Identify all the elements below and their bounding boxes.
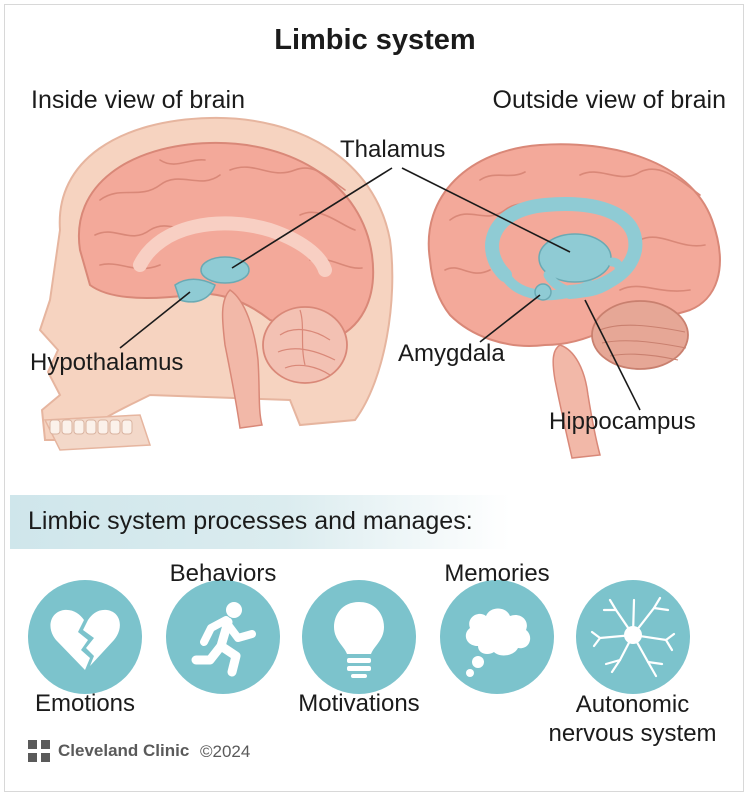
behaviors-label: Behaviors	[169, 560, 277, 587]
clinic-logo-icon	[28, 740, 50, 762]
inside-view-label: Inside view of brain	[31, 86, 246, 114]
page-title: Limbic system	[274, 24, 476, 56]
cleveland-clinic-logo: Cleveland Clinic	[28, 740, 189, 762]
running-person-icon	[166, 580, 280, 694]
broken-heart-icon	[28, 580, 142, 694]
brainstem	[221, 289, 263, 429]
brain-illustration	[38, 116, 721, 459]
hippocampus-label: Hippocampus	[549, 408, 696, 435]
outside-brainstem	[552, 344, 601, 459]
amygdala-label: Amygdala	[398, 340, 505, 367]
memories-label: Memories	[444, 560, 550, 587]
outside-cerebellum	[591, 300, 689, 370]
hippocampus-shape	[543, 257, 624, 298]
banner-text: Limbic system processes and manages:	[28, 507, 473, 535]
copyright-text: ©2024	[200, 742, 251, 761]
autonomic-nervous-system-label: Autonomic nervous system	[548, 691, 717, 747]
jaw	[43, 414, 152, 451]
brand-text: Cleveland Clinic	[58, 741, 190, 760]
neuron-icon	[576, 580, 690, 694]
thalamus-label: Thalamus	[340, 136, 446, 163]
cerebellum-inside	[262, 306, 348, 384]
emotions-label: Emotions	[34, 690, 136, 717]
hypothalamus-label: Hypothalamus	[30, 349, 184, 376]
banner-band	[10, 495, 510, 549]
lightbulb-icon	[302, 580, 416, 694]
outside-brain-view	[401, 143, 721, 459]
motivations-label: Motivations	[298, 690, 420, 717]
inside-brain-view	[38, 116, 394, 451]
outside-view-label: Outside view of brain	[492, 86, 726, 114]
thalamus-inside	[200, 256, 250, 284]
thought-cloud-icon	[440, 580, 554, 694]
corpus-callosum	[133, 216, 332, 277]
